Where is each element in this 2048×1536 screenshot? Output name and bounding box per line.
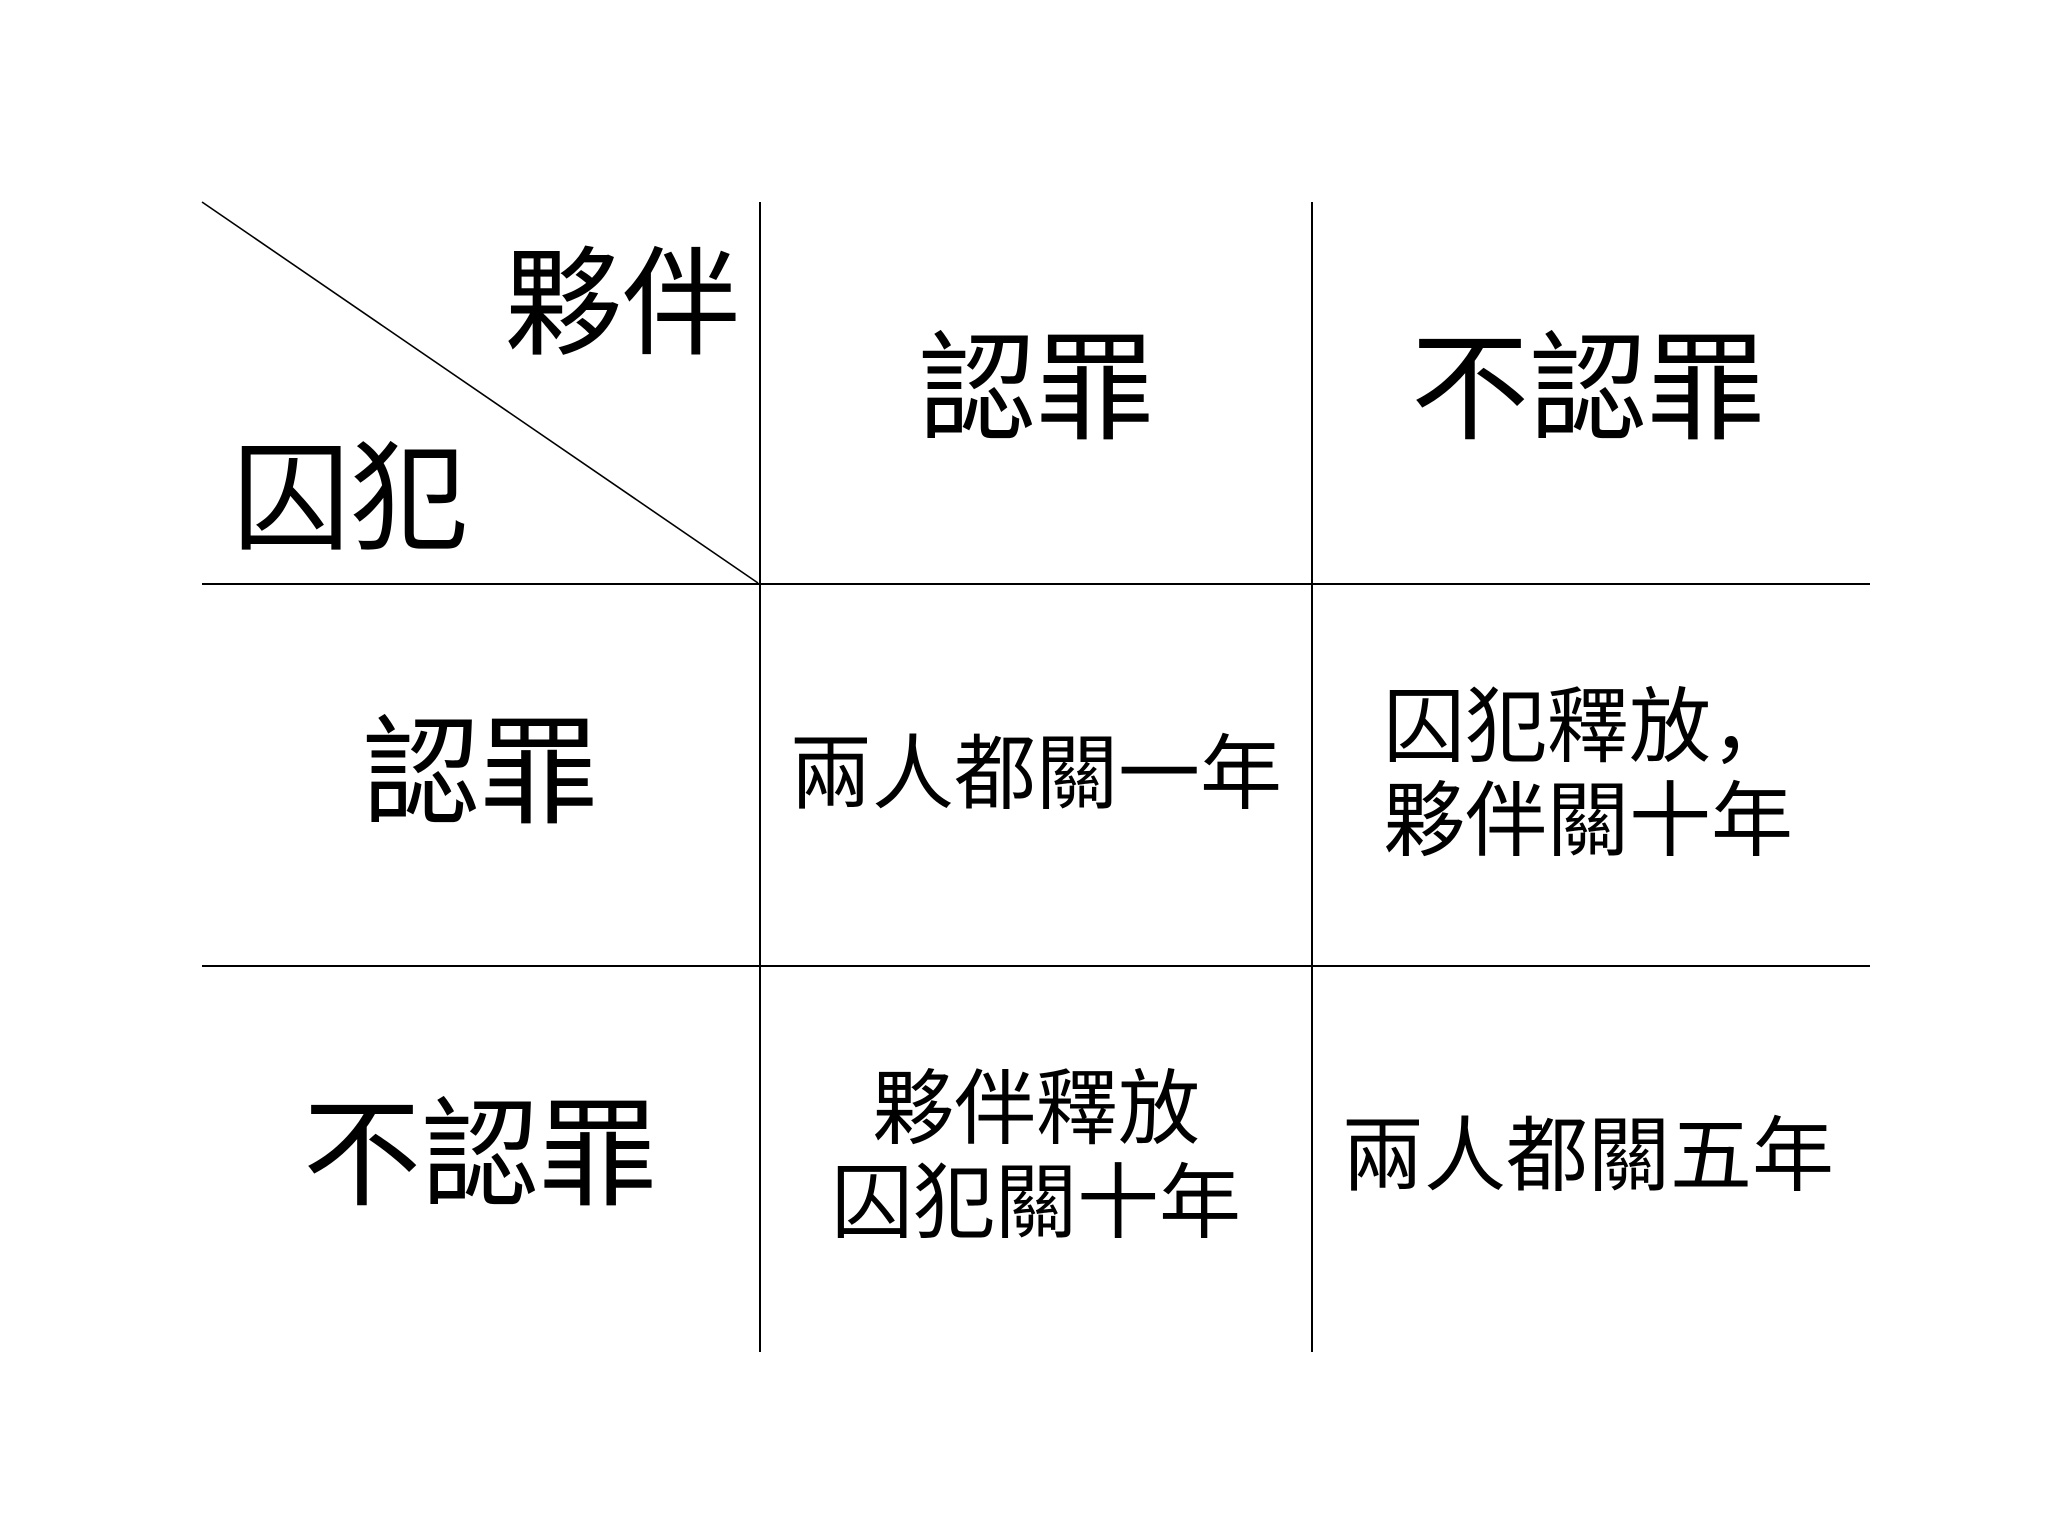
outcome-line: 夥伴關十年: [1382, 774, 1793, 869]
outcome-cell: 兩人都關一年: [760, 584, 1312, 966]
outcome-line: 囚犯釋放，: [1382, 679, 1793, 775]
row-header-confess: 認罪: [361, 704, 598, 843]
outcome-cell: 囚犯釋放， 夥伴關十年: [1312, 584, 1864, 966]
column-header-confess: 認罪: [917, 320, 1154, 459]
outcome-cell: 兩人都關五年: [1312, 966, 1864, 1348]
outcome-line: 囚犯關十年: [830, 1156, 1241, 1251]
outcome-line: 夥伴釋放: [871, 1061, 1200, 1157]
outcome-line: 兩人都關一年: [789, 726, 1282, 822]
outcome-cell: 夥伴釋放 囚犯關十年: [760, 966, 1312, 1348]
corner-diagonal-line: [201, 201, 759, 584]
row-header-not-confess: 不認罪: [302, 1086, 657, 1225]
outcome-line: 兩人都關五年: [1341, 1108, 1834, 1204]
corner-row-label: 囚犯: [232, 430, 469, 569]
column-header-not-confess: 不認罪: [1410, 320, 1765, 459]
corner-column-label: 夥伴: [503, 235, 740, 374]
